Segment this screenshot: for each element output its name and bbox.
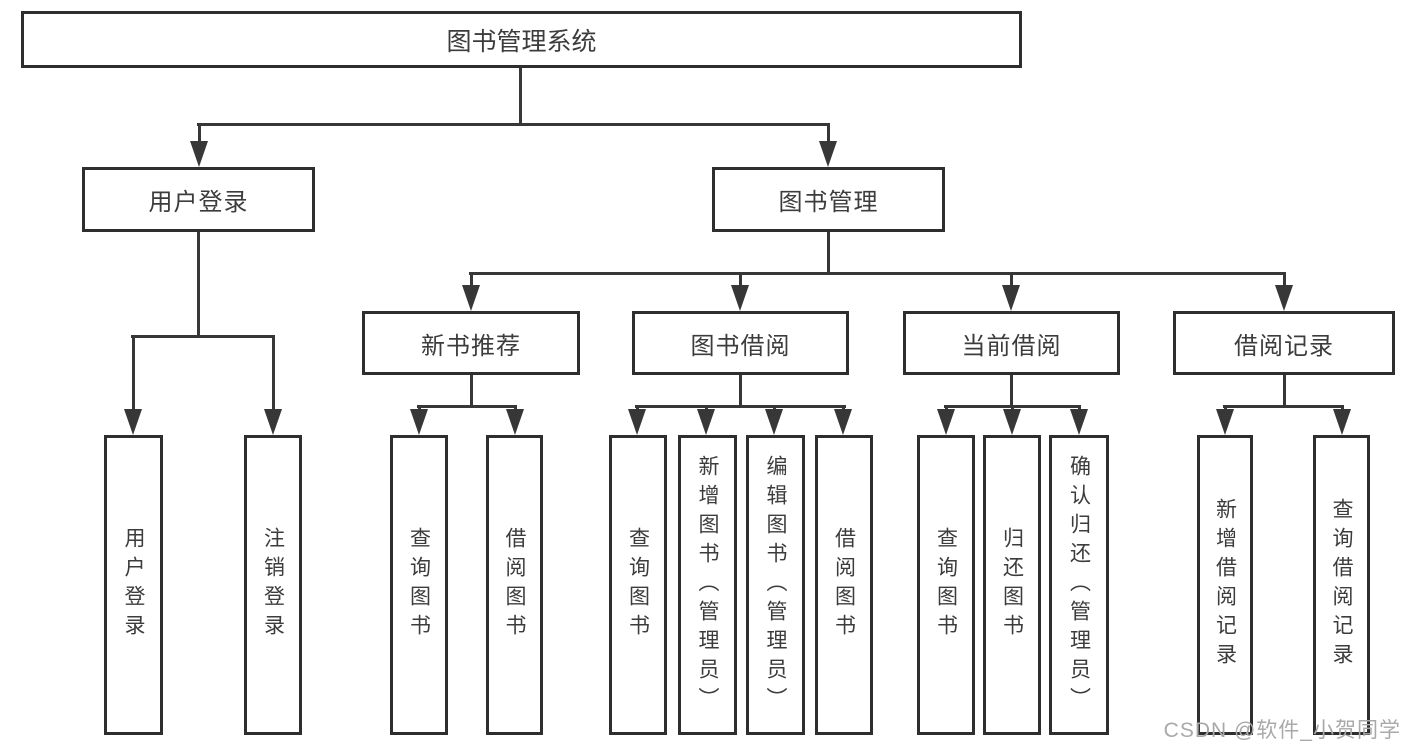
leaf-borrow-books-recommend: 借阅图书 <box>486 435 543 735</box>
leaf-borrow-books-recommend-label: 借阅图书 <box>503 527 526 643</box>
node-current-borrow-label: 当前借阅 <box>961 332 1062 360</box>
arrowhead-icon <box>1002 285 1020 311</box>
leaf-confirm-return-admin-label: 确认归还（管理员） <box>1067 454 1091 716</box>
arrowhead-icon <box>937 409 955 435</box>
connector-vline <box>1010 375 1013 408</box>
leaf-add-books-admin: 新增图书（管理员） <box>678 435 737 735</box>
connector-hline <box>417 405 517 408</box>
connector-arrow-shaft <box>739 275 742 293</box>
node-current-borrow: 当前借阅 <box>903 311 1120 375</box>
leaf-query-books-recommend-label: 查询图书 <box>407 527 431 643</box>
leaf-edit-books-admin-label: 编辑图书（管理员） <box>764 454 787 716</box>
arrowhead-icon <box>1275 285 1293 311</box>
connector-vline <box>197 232 200 338</box>
arrowhead-icon <box>124 409 142 435</box>
connector-arrow-shaft <box>470 275 473 293</box>
node-new-book-recommend-label: 新书推荐 <box>421 332 521 360</box>
arrowhead-icon <box>819 141 837 167</box>
leaf-user-login-label: 用户登录 <box>122 527 145 643</box>
node-book-borrow-label: 图书借阅 <box>690 332 791 360</box>
connector-vline <box>519 68 522 126</box>
leaf-edit-books-admin: 编辑图书（管理员） <box>746 435 805 735</box>
leaf-add-borrow-record: 新增借阅记录 <box>1197 435 1253 735</box>
connector-hline <box>197 123 830 126</box>
arrowhead-icon <box>731 285 749 311</box>
leaf-query-books-recommend: 查询图书 <box>390 435 448 735</box>
node-borrow-records: 借阅记录 <box>1173 311 1395 375</box>
connector-arrow-shaft <box>827 126 830 149</box>
connector-arrow-shaft <box>1010 275 1013 293</box>
leaf-return-books-label: 归还图书 <box>1000 527 1024 643</box>
connector-hline <box>469 272 1286 275</box>
connector-vline <box>739 375 742 408</box>
leaf-query-borrow-record: 查询借阅记录 <box>1313 435 1370 735</box>
leaf-query-books: 查询图书 <box>609 435 667 735</box>
leaf-borrow-books: 借阅图书 <box>815 435 873 735</box>
connector-arrow-shaft <box>272 338 275 417</box>
leaf-query-borrow-record-label: 查询借阅记录 <box>1330 498 1353 672</box>
arrowhead-icon <box>410 409 428 435</box>
leaf-confirm-return-admin: 确认归还（管理员） <box>1049 435 1109 735</box>
connector-arrow-shaft <box>1283 275 1286 293</box>
connector-hline <box>131 335 275 338</box>
leaf-query-books-current: 查询图书 <box>917 435 975 735</box>
leaf-borrow-books-label: 借阅图书 <box>832 527 856 643</box>
node-book-management-label: 图书管理 <box>778 189 879 216</box>
leaf-query-books-label: 查询图书 <box>626 527 650 643</box>
connector-vline <box>1283 375 1286 408</box>
connector-arrow-shaft <box>132 338 135 417</box>
connector-arrow-shaft <box>198 126 201 149</box>
arrowhead-icon <box>628 409 646 435</box>
arrowhead-icon <box>506 409 524 435</box>
arrowhead-icon <box>1003 409 1021 435</box>
node-book-borrow: 图书借阅 <box>632 311 849 375</box>
node-new-book-recommend: 新书推荐 <box>362 311 580 375</box>
arrowhead-icon <box>697 409 715 435</box>
arrowhead-icon <box>834 409 852 435</box>
leaf-return-books: 归还图书 <box>983 435 1041 735</box>
connector-vline <box>470 375 473 408</box>
arrowhead-icon <box>190 141 208 167</box>
leaf-query-books-current-label: 查询图书 <box>934 527 958 643</box>
leaf-add-borrow-record-label: 新增借阅记录 <box>1213 498 1237 672</box>
arrowhead-icon <box>462 285 480 311</box>
node-user-login: 用户登录 <box>82 167 315 232</box>
connector-vline <box>827 232 830 275</box>
arrowhead-icon <box>1216 409 1234 435</box>
leaf-add-books-admin-label: 新增图书（管理员） <box>696 454 719 716</box>
node-borrow-records-label: 借阅记录 <box>1234 332 1334 360</box>
arrowhead-icon <box>264 409 282 435</box>
arrowhead-icon <box>765 409 783 435</box>
leaf-logout: 注销登录 <box>244 435 302 735</box>
leaf-user-login: 用户登录 <box>104 435 163 735</box>
leaf-logout-label: 注销登录 <box>261 527 285 643</box>
csdn-watermark: CSDN @软件_小贺同学 <box>1163 719 1401 742</box>
arrowhead-icon <box>1333 409 1351 435</box>
arrowhead-icon <box>1070 409 1088 435</box>
node-user-login-label: 用户登录 <box>148 189 249 216</box>
node-book-management: 图书管理 <box>712 167 945 232</box>
node-root-label: 图书管理系统 <box>446 27 597 56</box>
node-root: 图书管理系统 <box>21 11 1022 68</box>
